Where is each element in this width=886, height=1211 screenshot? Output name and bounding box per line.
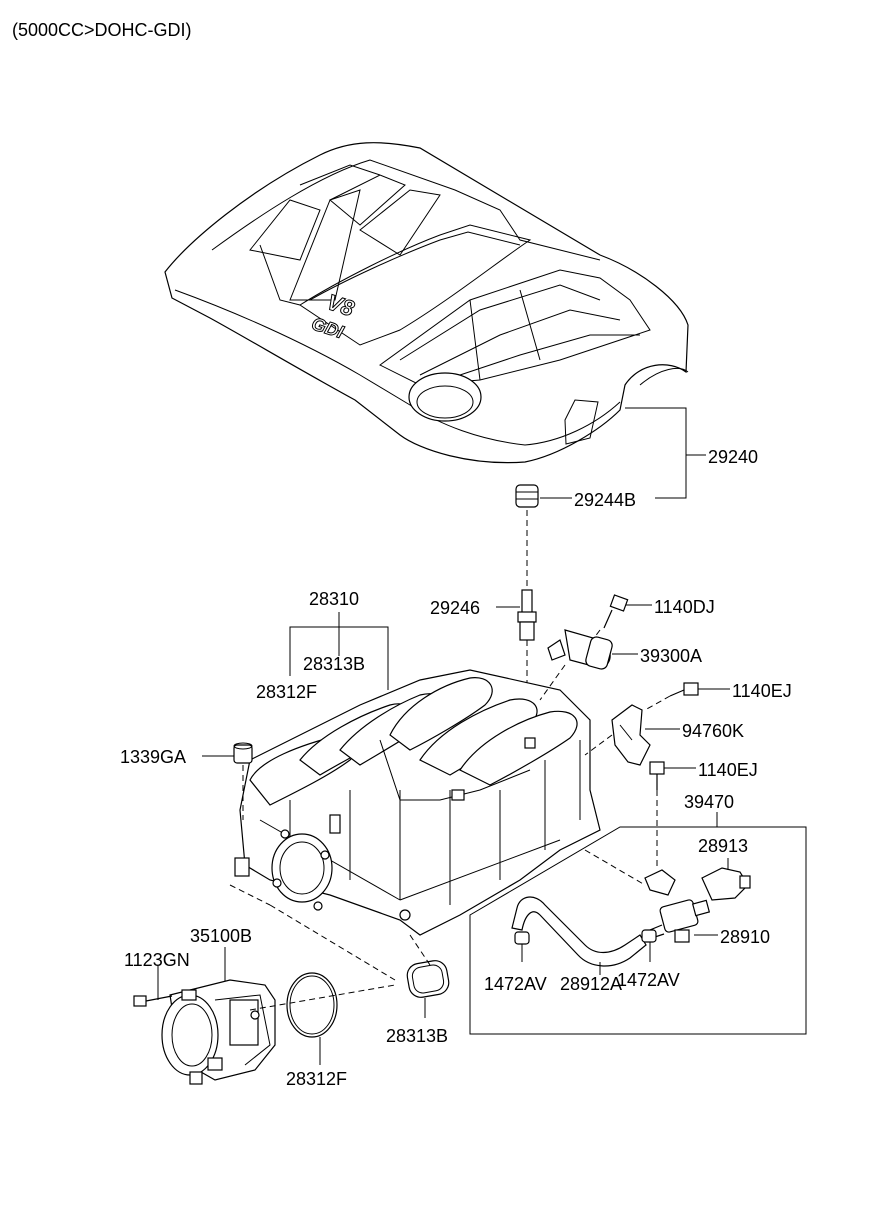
label-28913: 28913: [698, 836, 748, 856]
label-29240: 29240: [708, 447, 758, 467]
label-28312F-bot: 28312F: [286, 1069, 347, 1089]
bracket-94760K: [611, 704, 651, 766]
engine-cover: V8 GDI: [164, 142, 689, 464]
label-1123GN: 1123GN: [124, 950, 190, 970]
clamp-1472AV-left: [514, 931, 530, 945]
hose-28912A: [511, 896, 647, 967]
bolt-1140EJ-upper: [669, 682, 699, 697]
label-28312F-top: 28312F: [256, 682, 317, 702]
bolt-1123GN: [133, 995, 173, 1007]
label-29246: 29246: [430, 598, 480, 618]
label-28313B-top: 28313B: [303, 654, 365, 674]
throttle-body: [161, 979, 276, 1085]
label-39470: 39470: [684, 792, 734, 812]
label-39300A: 39300A: [640, 646, 702, 666]
intake-manifold: [234, 669, 601, 936]
valve-28910: [649, 899, 711, 943]
label-28313B-bot: 28313B: [386, 1026, 448, 1046]
diagram-title: (5000CC>DOHC-GDI): [12, 20, 192, 40]
pcv-bracket: [644, 869, 676, 896]
gasket-28313B: [406, 960, 450, 998]
label-1339GA: 1339GA: [120, 747, 186, 767]
kit-39470-frame: [469, 826, 807, 1035]
label-28910: 28910: [720, 927, 770, 947]
bolt-1140DJ: [603, 594, 629, 629]
grommet-29244B: [515, 484, 539, 508]
stud-29246: [517, 589, 537, 641]
cap-1339GA: [233, 742, 253, 764]
label-28310: 28310: [309, 589, 359, 609]
label-1140EJ-a: 1140EJ: [732, 681, 792, 701]
sensor-39300A: [547, 629, 613, 670]
clamp-1472AV-right: [641, 929, 657, 943]
label-29244B: 29244B: [574, 490, 636, 510]
bolt-1140EJ-lower: [649, 761, 665, 790]
label-1472AV-b: 1472AV: [617, 970, 680, 990]
label-28912A: 28912A: [560, 974, 622, 994]
gasket-28312F: [286, 972, 338, 1038]
label-35100B: 35100B: [190, 926, 252, 946]
leader-29240: [625, 407, 687, 499]
label-1140DJ: 1140DJ: [654, 597, 715, 617]
label-94760K: 94760K: [682, 721, 744, 741]
label-1472AV-a: 1472AV: [484, 974, 547, 994]
connector-28913: [701, 867, 751, 901]
label-1140EJ-b: 1140EJ: [698, 760, 758, 780]
